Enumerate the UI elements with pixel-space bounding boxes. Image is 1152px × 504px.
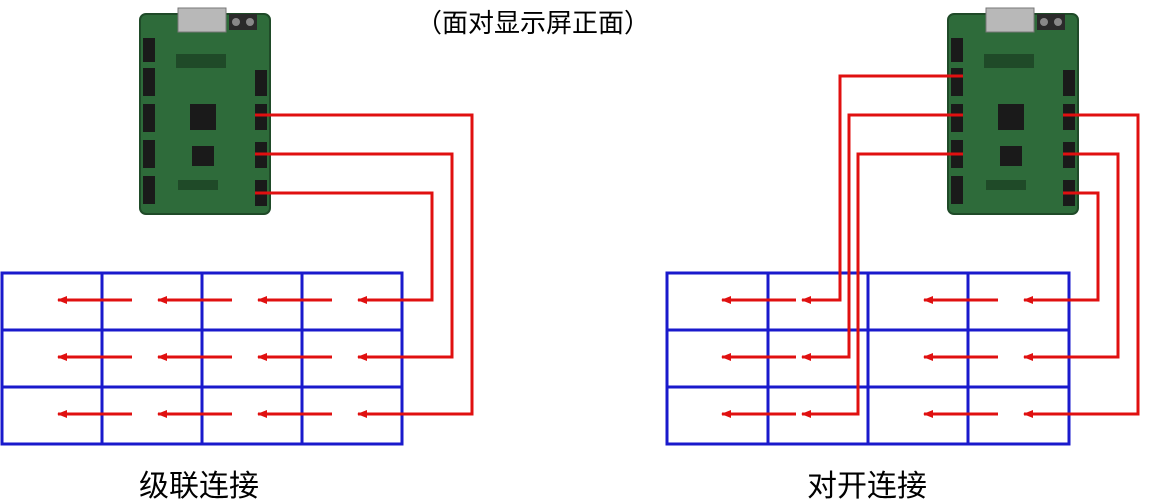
left-arrows: [57, 296, 390, 418]
controller-board-icon: [139, 7, 271, 215]
view-note: （面对显示屏正面）: [416, 9, 650, 39]
right-arrows: [721, 296, 1058, 418]
controller-board-icon: [947, 7, 1079, 215]
left-caption: 级联连接: [139, 469, 259, 504]
right-caption: 对开连接: [807, 469, 927, 504]
right-wires: [832, 74, 1140, 416]
left-wires: [255, 113, 474, 416]
right-controller-board: [947, 7, 1079, 215]
left-controller-board: [139, 7, 271, 215]
